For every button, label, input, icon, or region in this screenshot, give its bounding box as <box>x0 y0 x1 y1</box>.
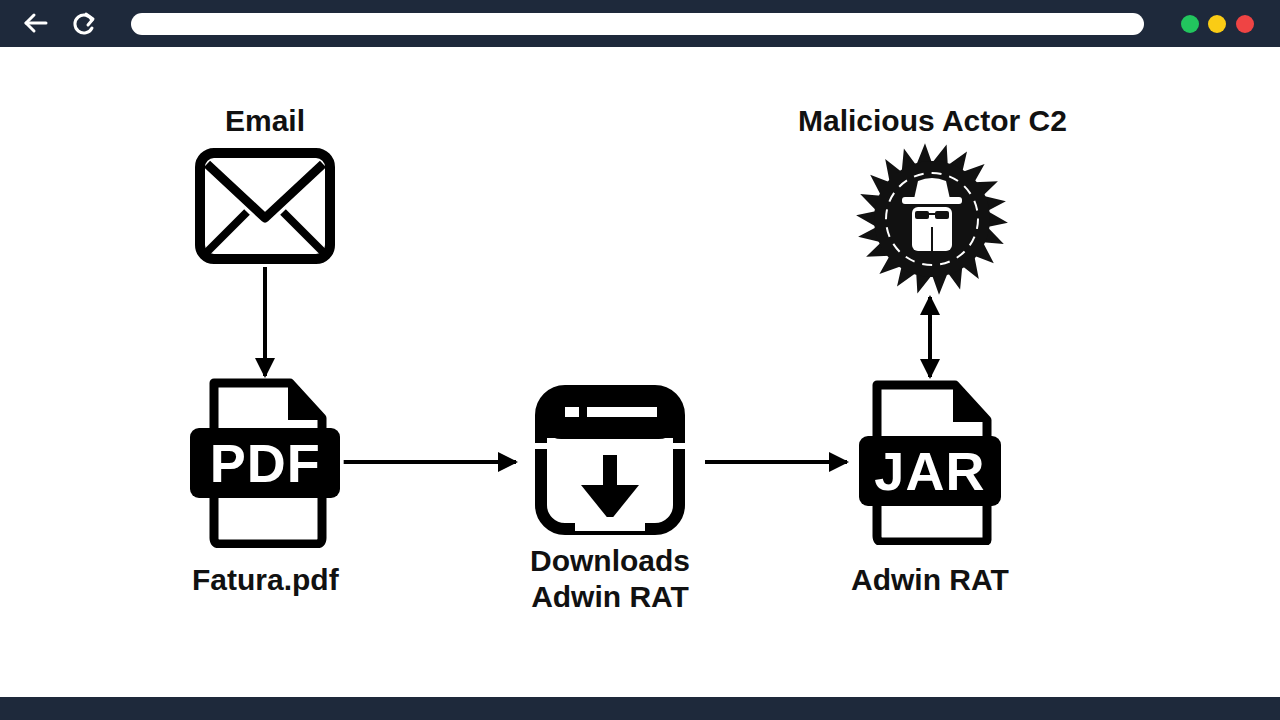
icon-node: JAR Adwin RAT <box>849 380 1011 598</box>
env-icon <box>195 148 335 264</box>
icon-node: Email <box>195 103 335 264</box>
dl-symbol <box>535 385 685 535</box>
dl-icon <box>535 385 685 535</box>
node-label: Email <box>223 103 307 139</box>
jar-icon: JAR <box>859 380 1001 545</box>
url-bar <box>131 13 1144 35</box>
node-label: Fatura.pdf <box>190 562 341 598</box>
node-label: Downloads Adwin RAT <box>518 543 702 615</box>
file-type-label: PDF <box>190 428 340 498</box>
icon-node: PDF Fatura.pdf <box>190 378 341 598</box>
back-button <box>26 15 46 31</box>
icon-node: Downloads Adwin RAT <box>518 385 702 615</box>
window-dot <box>1208 15 1226 33</box>
window-dot <box>1181 15 1199 33</box>
flow-arrow <box>344 460 516 464</box>
title-bar <box>0 0 1280 47</box>
flow-arrow <box>928 297 932 377</box>
window-dot <box>1236 15 1254 33</box>
node-label: Adwin RAT <box>849 562 1011 598</box>
c2-symbol <box>852 139 1012 295</box>
reload-button <box>75 14 93 33</box>
env-symbol <box>195 148 335 264</box>
flow-arrow <box>705 460 847 464</box>
file-type-label: JAR <box>859 436 1001 506</box>
bottom-bar <box>0 697 1280 720</box>
c2-icon <box>852 139 1012 295</box>
flow-arrow <box>263 267 267 376</box>
icon-node: Malicious Actor C2 <box>796 103 1069 295</box>
pdf-icon: PDF <box>190 378 340 548</box>
node-label: Malicious Actor C2 <box>796 103 1069 139</box>
